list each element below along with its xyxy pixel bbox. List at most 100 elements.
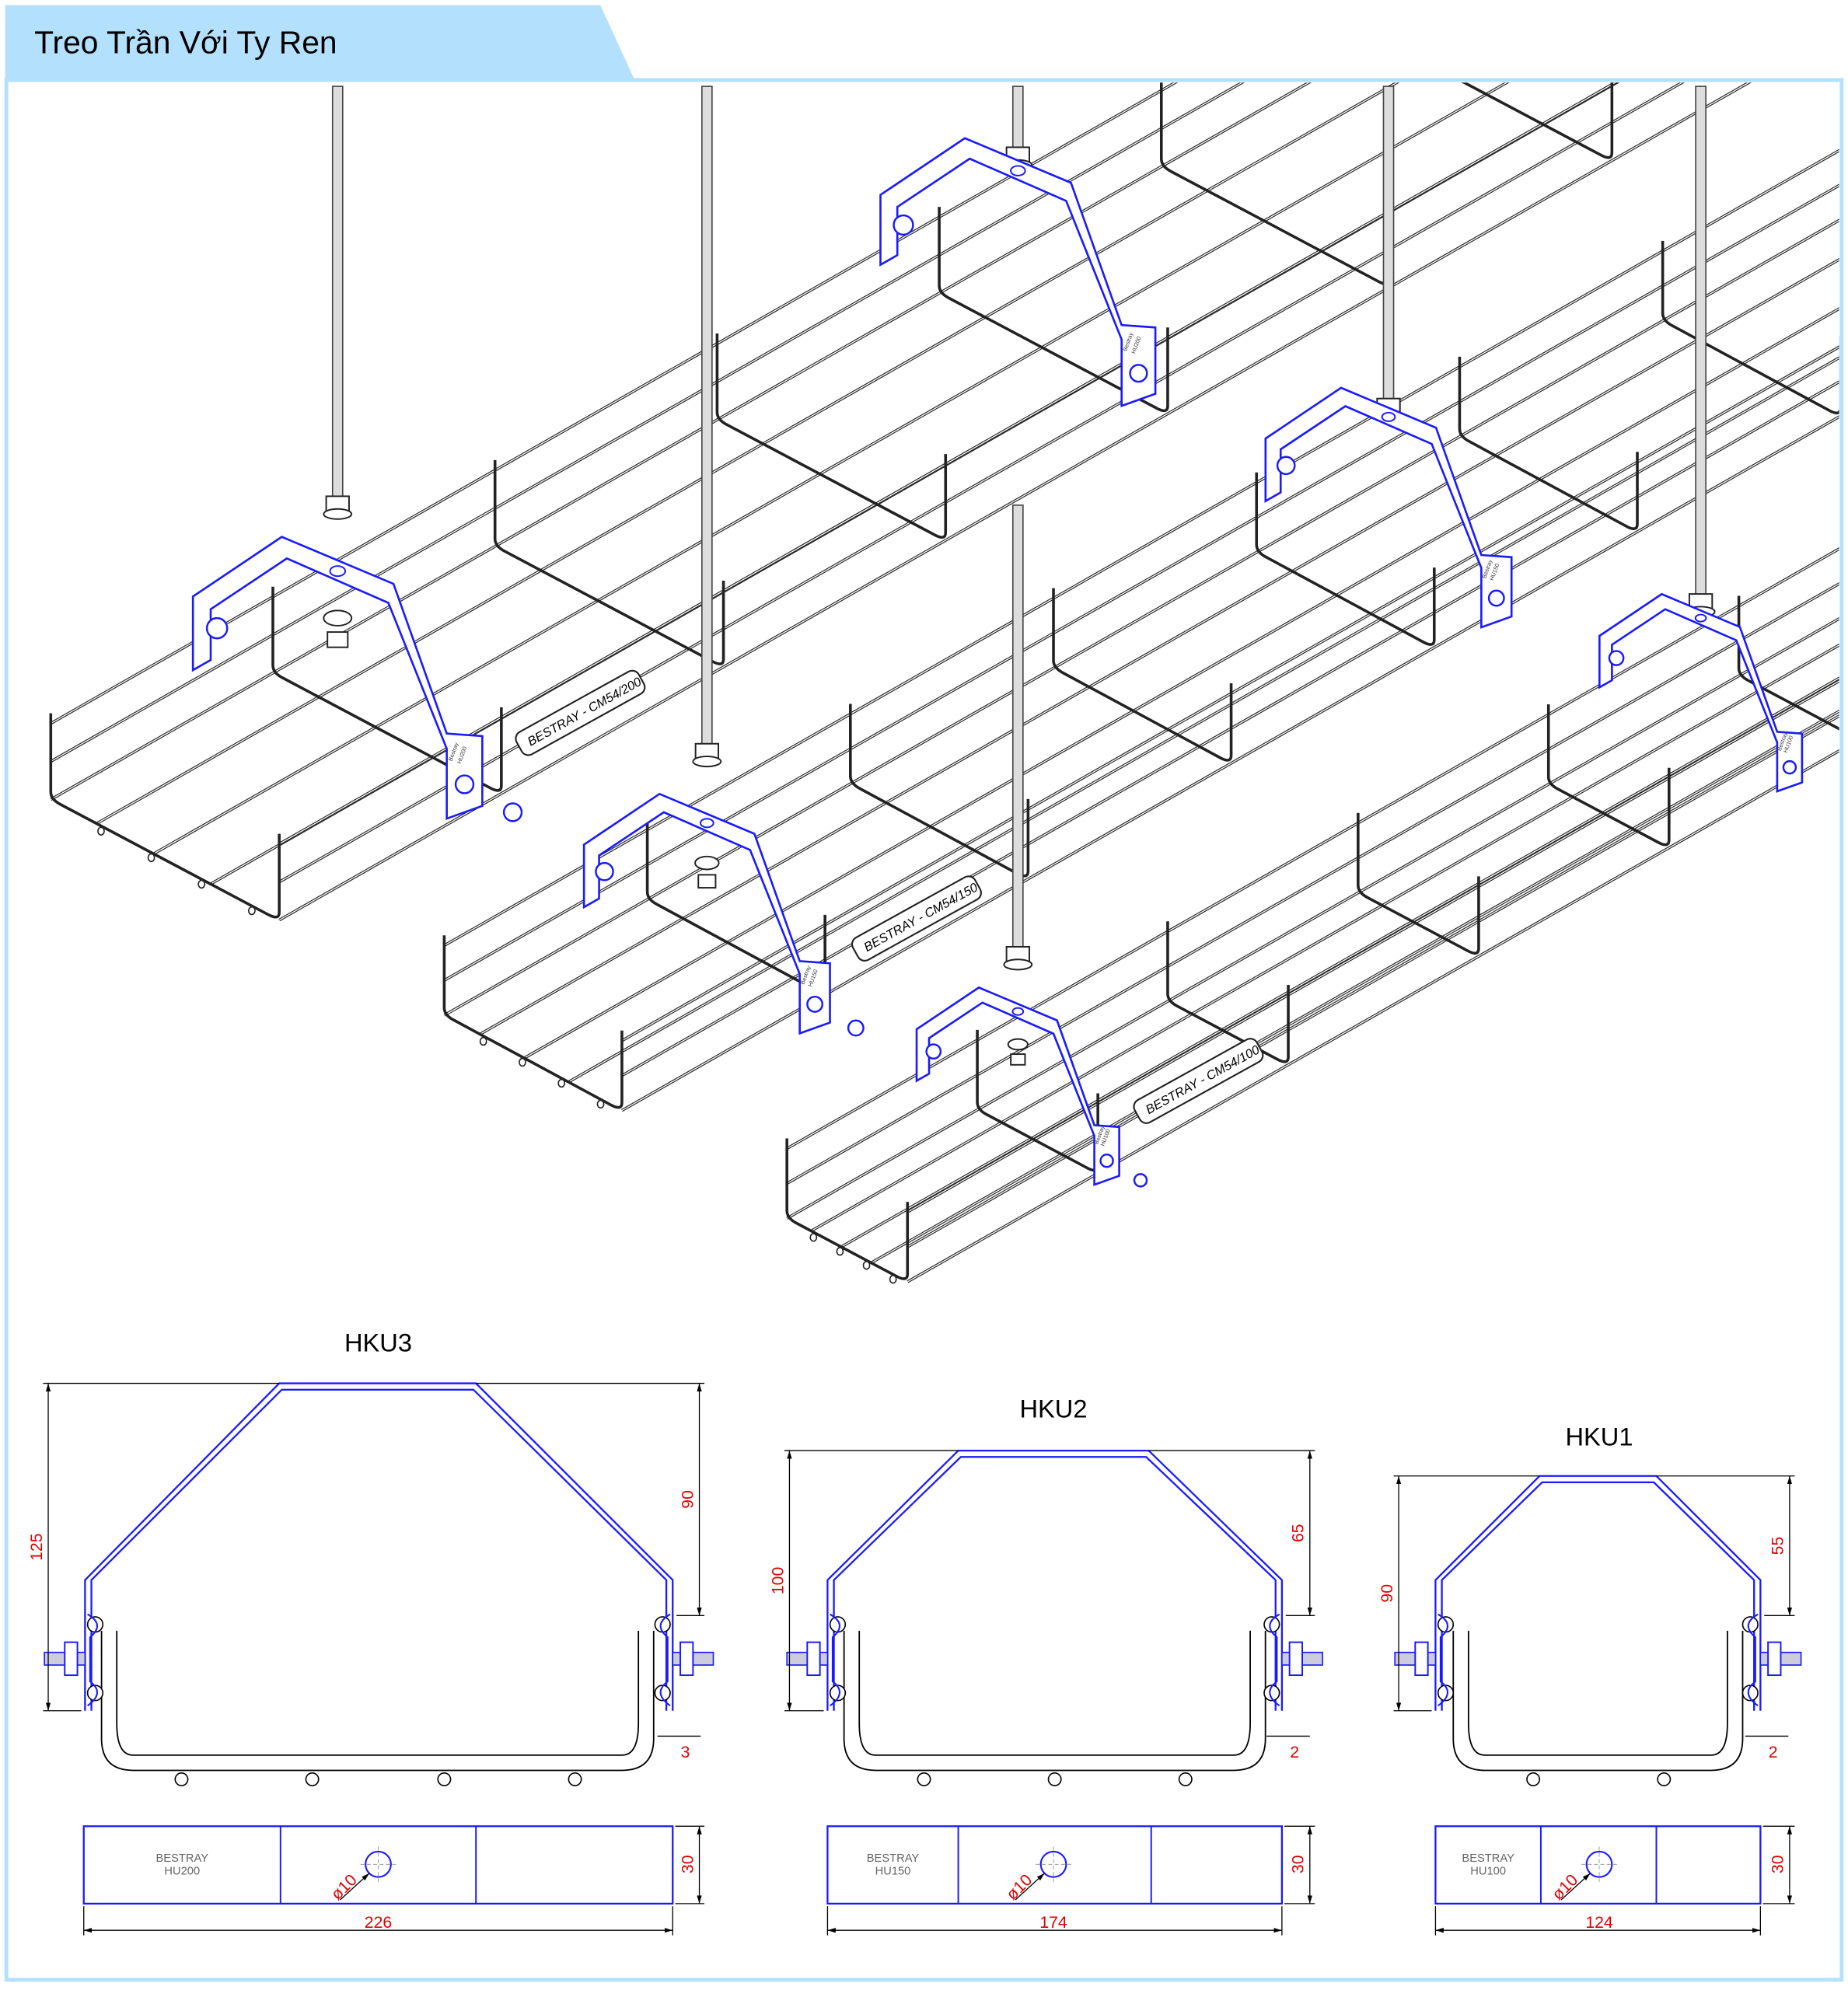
wire-section <box>1437 1616 1455 1633</box>
longitudinal-wire-section <box>174 1772 189 1786</box>
wire-highlight <box>50 82 1177 724</box>
cross-wire <box>1159 82 1392 286</box>
drawing-title: HKU1 <box>1565 1423 1633 1451</box>
wire-section <box>86 1616 104 1633</box>
dimension-hole: ø10 <box>1003 1871 1036 1904</box>
wire-end <box>889 1274 897 1284</box>
hanger-bracket <box>1598 592 1804 793</box>
wire-section <box>1741 1616 1759 1633</box>
longitudinal-wire <box>786 581 1839 1185</box>
cross-wire <box>849 703 1030 878</box>
hanger-profile <box>1434 1475 1762 1711</box>
dimension-leg: 65 <box>1290 1524 1308 1542</box>
cross-wire <box>1052 588 1233 762</box>
stamp-model: HU150 <box>875 1865 911 1877</box>
longitudinal-wire <box>50 82 1179 725</box>
nut-icon <box>1414 1641 1429 1677</box>
cross-wire <box>1255 472 1436 646</box>
tray-wire-profile <box>1452 1630 1744 1772</box>
longitudinal-wire <box>96 82 1400 826</box>
wire-highlight <box>786 618 1839 1219</box>
longitudinal-wire-section <box>917 1772 931 1786</box>
tray-wire-profile <box>116 1630 640 1756</box>
dimension-height: 125 <box>28 1533 46 1560</box>
threaded-rod <box>1695 86 1707 613</box>
bolt-icon <box>1608 650 1625 666</box>
wire-end <box>147 853 155 863</box>
nut-icon <box>1767 1641 1782 1677</box>
leader-line <box>1560 1873 1591 1901</box>
clamp-plate <box>1438 1613 1448 1707</box>
wire-end <box>836 1247 844 1256</box>
longitudinal-wire-section <box>1047 1772 1062 1786</box>
rod-hole <box>1381 411 1396 422</box>
clamp-plate <box>659 1613 671 1707</box>
rod-hole <box>329 565 347 578</box>
dimension-width: 226 <box>365 1914 392 1932</box>
wire-end <box>557 1078 566 1088</box>
nut-icon <box>64 1641 79 1677</box>
stamp-model: HU100 <box>1470 1865 1506 1877</box>
longitudinal-wire <box>568 356 1839 1084</box>
dimension-gap: 2 <box>1290 1744 1299 1761</box>
longitudinal-wire-section <box>1657 1772 1672 1786</box>
drawing-title: HKU3 <box>344 1328 412 1357</box>
stamp-brand: BESTRAY <box>156 1852 209 1865</box>
nut-icon <box>1288 1641 1303 1677</box>
tray-wire-profile <box>1467 1630 1728 1756</box>
longitudinal-wire <box>907 749 1839 1283</box>
hanger-plan-view <box>82 1825 674 1905</box>
longitudinal-wire-section <box>437 1772 452 1786</box>
bolt-icon <box>806 995 824 1013</box>
clamp-plate <box>1269 1613 1280 1707</box>
wire-end <box>197 879 206 889</box>
cross-wire <box>1737 595 1839 731</box>
washer-icon <box>692 756 722 768</box>
cross-wire <box>49 713 281 919</box>
bolt-icon <box>1129 364 1148 383</box>
cross-wire <box>1458 356 1639 530</box>
dimension-thickness: 30 <box>1290 1855 1308 1873</box>
coupler-plate <box>851 875 982 962</box>
hanger-profile <box>84 1382 674 1711</box>
flange-nut-icon <box>847 1019 865 1037</box>
longitudinal-wire-section <box>568 1772 582 1786</box>
wire-highlight <box>840 677 1839 1248</box>
hex-nut-icon <box>697 874 717 889</box>
stamp-brand: BESTRAY <box>1462 1852 1514 1865</box>
cross-wire <box>271 586 503 792</box>
washer-icon <box>323 609 353 627</box>
threaded-rod <box>1382 86 1395 417</box>
page-title: Treo Trần Với Ty Ren <box>34 25 337 61</box>
hanger-profile <box>1441 1481 1755 1711</box>
hanger-bracket <box>879 137 1157 407</box>
wire-section <box>654 1616 671 1633</box>
wire-end <box>809 1233 818 1242</box>
cable-tray-cm54-150 <box>442 148 1839 1112</box>
page-frame <box>4 78 1844 1982</box>
bolt-icon <box>205 616 229 640</box>
tray-coupler: BESTRAY - CM54/150 <box>851 875 982 962</box>
cross-wire <box>493 459 725 665</box>
hanger-bracket <box>191 536 484 820</box>
cross-wire <box>1605 0 1834 31</box>
dimension-thickness: 30 <box>1769 1855 1787 1873</box>
flange-nut-icon <box>1133 1173 1148 1188</box>
cross-wire <box>1661 240 1839 415</box>
leader-line <box>340 1873 370 1901</box>
clamp-plate <box>1747 1613 1759 1707</box>
tray-wire-profile <box>843 1630 1266 1772</box>
bolt-icon <box>925 1043 942 1060</box>
hex-nut-icon <box>327 631 349 648</box>
washer-icon <box>1003 958 1033 971</box>
cross-wire <box>715 333 948 539</box>
dimension-width: 174 <box>1039 1914 1067 1932</box>
wire-highlight <box>568 357 1839 1083</box>
cross-wire <box>1461 82 1614 159</box>
rod-hole <box>1010 165 1026 176</box>
tray-label: BESTRAY - CM54/200 <box>526 675 645 749</box>
